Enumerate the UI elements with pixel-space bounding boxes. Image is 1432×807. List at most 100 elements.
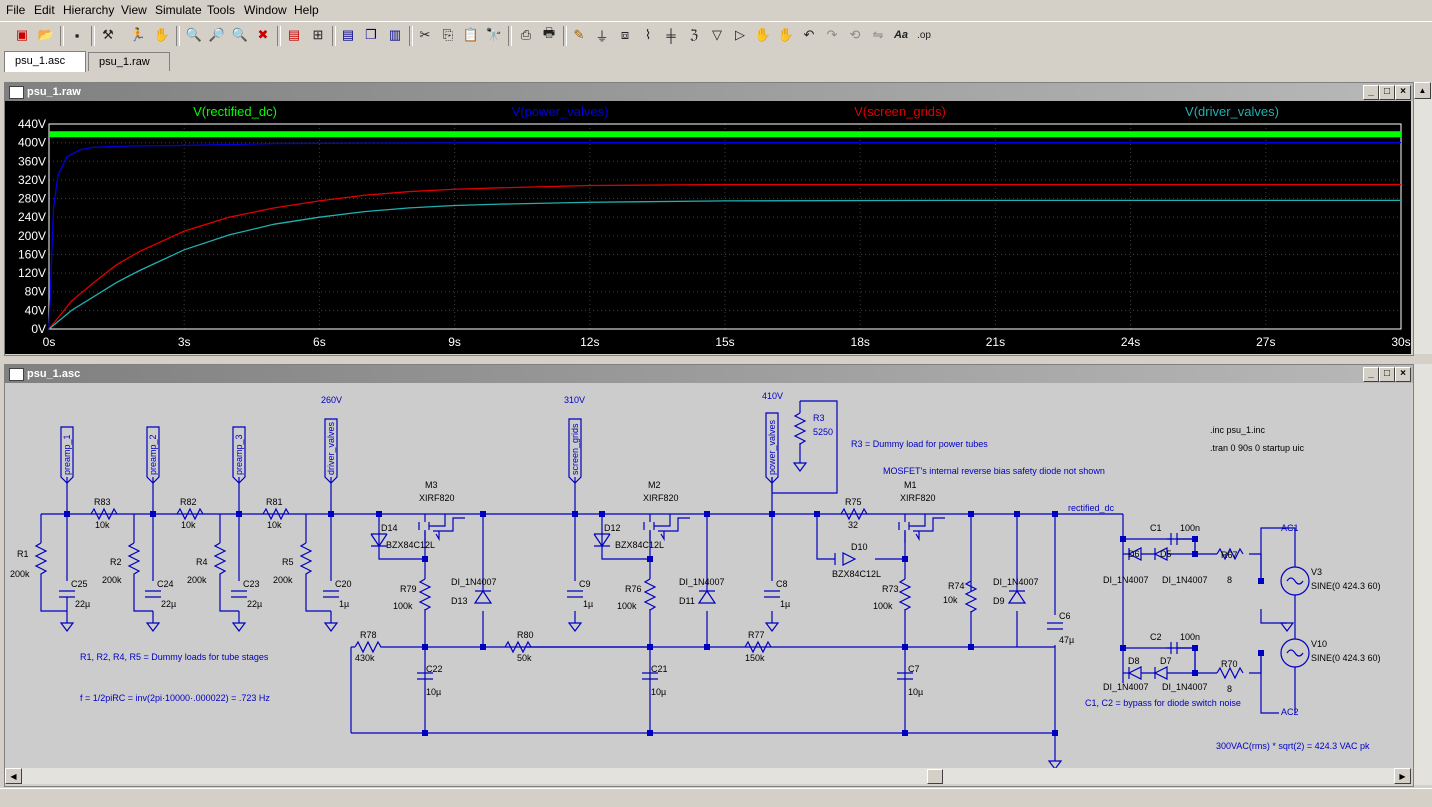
menu-tools[interactable]: Tools bbox=[207, 3, 236, 17]
net-label: AC2 bbox=[1281, 707, 1299, 717]
part-label: R3 bbox=[813, 413, 825, 423]
trace-vpower_valves bbox=[48, 141, 1401, 330]
tile-horizontal-icon[interactable]: ▤ bbox=[341, 27, 355, 42]
voltage-label: 310V bbox=[564, 395, 585, 405]
part-value: 50k bbox=[517, 653, 532, 663]
minimize-button[interactable]: _ bbox=[1363, 367, 1379, 382]
print-preview-icon[interactable]: ⎙ bbox=[520, 27, 532, 42]
part-label: M1 bbox=[904, 480, 917, 490]
cut-icon[interactable]: ✂ bbox=[419, 27, 431, 42]
autorange-icon[interactable]: ▤ bbox=[287, 27, 301, 42]
plot-background bbox=[5, 101, 1411, 354]
part-value: SINE(0 424.3 60) bbox=[1311, 581, 1381, 591]
close-button[interactable]: × bbox=[1395, 367, 1411, 382]
trace-label-driver-valves[interactable]: V(driver_valves) bbox=[1185, 104, 1279, 119]
zoom-out-icon[interactable]: 🔍 bbox=[231, 27, 249, 42]
save-icon[interactable]: ▪ bbox=[74, 27, 80, 43]
y-tick-label: 200V bbox=[18, 229, 46, 243]
part-label: C23 bbox=[243, 579, 260, 589]
menu-simulate[interactable]: Simulate bbox=[155, 3, 202, 17]
part-label: D11 bbox=[679, 596, 695, 606]
paste-icon[interactable]: 📋 bbox=[462, 27, 480, 42]
spice-directive-icon[interactable]: .op bbox=[917, 29, 931, 41]
x-tick-label: 18s bbox=[851, 335, 870, 349]
part-label: R73 bbox=[882, 584, 899, 594]
control-panel-icon[interactable]: ⚒ bbox=[102, 27, 114, 42]
menu-edit[interactable]: Edit bbox=[34, 3, 55, 17]
note: MOSFET's internal reverse bias safety di… bbox=[883, 466, 1105, 476]
zoom-in-icon[interactable]: 🔍 bbox=[185, 27, 203, 42]
menu-help[interactable]: Help bbox=[294, 3, 319, 17]
draw-wire-icon[interactable]: ✎ bbox=[573, 27, 585, 42]
part-label: D10 bbox=[851, 542, 868, 552]
undo-icon[interactable]: ↶ bbox=[803, 27, 815, 42]
menu-hierarchy[interactable]: Hierarchy bbox=[63, 3, 115, 17]
part-label: C9 bbox=[579, 579, 591, 589]
move-icon[interactable]: ✋ bbox=[754, 27, 772, 42]
scroll-left-arrow[interactable]: ◀ bbox=[5, 768, 22, 784]
part-value: DI_1N4007 bbox=[1162, 682, 1208, 692]
run-icon[interactable]: 🏃 bbox=[129, 27, 147, 42]
copy-icon[interactable]: ⎘ bbox=[442, 27, 454, 42]
schematic-wires bbox=[40, 400, 1287, 761]
grid-icon[interactable]: ⊞ bbox=[312, 27, 324, 42]
rotate-icon[interactable]: ⟲ bbox=[849, 27, 861, 42]
schematic-scrollbar[interactable] bbox=[1414, 364, 1432, 785]
zoom-fit-icon[interactable]: ✖ bbox=[257, 27, 269, 42]
spice-directive: .tran 0 90s 0 startup uic bbox=[1210, 443, 1305, 453]
net-label: preamp_1 bbox=[62, 434, 72, 475]
part-value: 1µ bbox=[780, 599, 790, 609]
resistor-icon[interactable]: ⌇ bbox=[644, 27, 652, 42]
new-schematic-icon[interactable]: ▣ bbox=[15, 27, 29, 42]
part-label: R74 bbox=[948, 581, 965, 591]
voltage-label: 260V bbox=[321, 395, 342, 405]
capacitor-icon[interactable]: ╪ bbox=[666, 27, 676, 43]
tab-psu-raw[interactable]: psu_1.raw bbox=[88, 52, 170, 71]
text-icon[interactable]: Aa bbox=[893, 29, 909, 41]
trace-label-screen-grids[interactable]: V(screen_grids) bbox=[854, 104, 946, 119]
schematic-canvas[interactable]: 260V 310V 410V preamp_1 preamp_2 preamp_… bbox=[5, 383, 1411, 768]
open-icon[interactable]: 📂 bbox=[37, 27, 55, 42]
minimize-button[interactable]: _ bbox=[1363, 85, 1379, 100]
mirror-icon[interactable]: ⇋ bbox=[872, 27, 884, 42]
halt-icon[interactable]: ✋ bbox=[153, 27, 171, 42]
scroll-thumb[interactable] bbox=[927, 769, 943, 784]
print-icon[interactable]: 🖶 bbox=[542, 25, 556, 40]
net-label: screen_grids bbox=[570, 423, 580, 475]
redo-icon[interactable]: ↷ bbox=[826, 27, 838, 42]
part-label: D14 bbox=[381, 523, 398, 533]
label-net-icon[interactable]: ⧈ bbox=[620, 27, 630, 42]
menu-view[interactable]: View bbox=[121, 3, 147, 17]
close-button[interactable]: × bbox=[1395, 85, 1411, 100]
part-label: R67 bbox=[1221, 550, 1238, 560]
part-label: R4 bbox=[196, 557, 208, 567]
part-label: D5 bbox=[1160, 549, 1172, 559]
maximize-button[interactable]: □ bbox=[1379, 85, 1395, 100]
trace-label-rectified-dc[interactable]: V(rectified_dc) bbox=[193, 104, 277, 119]
find-icon[interactable]: 🔭 bbox=[485, 27, 503, 42]
inductor-icon[interactable]: ℨ bbox=[689, 27, 698, 42]
part-value: DI_1N4007 bbox=[451, 577, 497, 587]
x-tick-label: 12s bbox=[580, 335, 599, 349]
diode-icon[interactable]: ▽ bbox=[712, 27, 722, 42]
part-value: BZX84C12L bbox=[386, 540, 435, 550]
tile-vertical-icon[interactable]: ▥ bbox=[388, 27, 402, 42]
part-value: DI_1N4007 bbox=[1103, 682, 1149, 692]
cascade-icon[interactable]: ❐ bbox=[365, 27, 377, 42]
menu-window[interactable]: Window bbox=[244, 3, 287, 17]
waveform-scrollbar[interactable]: ▲ bbox=[1414, 82, 1432, 354]
pan-icon[interactable]: 🔎 bbox=[208, 27, 226, 42]
waveform-plot[interactable]: 0V40V80V120V160V200V240V280V320V360V400V… bbox=[5, 101, 1411, 354]
horizontal-scrollbar[interactable]: ◀ ▶ bbox=[5, 768, 1411, 784]
note: C1, C2 = bypass for diode switch noise bbox=[1085, 698, 1241, 708]
component-icon[interactable]: ▷ bbox=[735, 27, 745, 42]
trace-label-power-valves[interactable]: V(power_valves) bbox=[512, 104, 609, 119]
scroll-right-arrow[interactable]: ▶ bbox=[1394, 768, 1411, 784]
ground-icon[interactable]: ⏚ bbox=[595, 28, 609, 44]
scroll-up-arrow[interactable]: ▲ bbox=[1414, 82, 1431, 99]
menu-file[interactable]: File bbox=[6, 3, 26, 17]
tab-psu-asc[interactable]: psu_1.asc bbox=[4, 51, 86, 72]
drag-icon[interactable]: ✋ bbox=[777, 27, 795, 42]
y-tick-label: 0V bbox=[31, 322, 46, 336]
maximize-button[interactable]: □ bbox=[1379, 367, 1395, 382]
